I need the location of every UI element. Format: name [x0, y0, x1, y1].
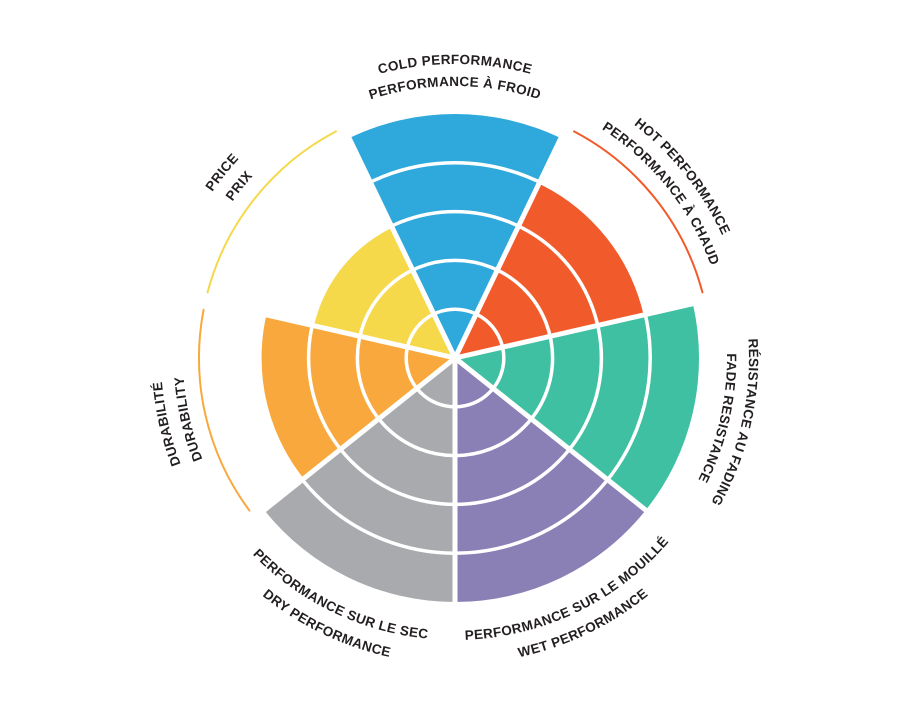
segment-dry — [264, 358, 455, 602]
label-cold-outer: COLD PERFORMANCE — [376, 52, 533, 77]
label-cold-inner: PERFORMANCE À FROID — [367, 74, 543, 102]
segment-separator — [452, 133, 565, 360]
label-hot-outer: HOT PERFORMANCE — [632, 115, 733, 237]
segment-separator — [454, 300, 698, 361]
segment-fade — [455, 303, 699, 511]
segment-cold — [349, 113, 561, 359]
segment-separator — [259, 356, 457, 515]
segment-separator — [345, 133, 458, 360]
scale-arc-durability — [198, 308, 251, 512]
scale-arc-price — [206, 130, 337, 294]
segment-wet — [455, 358, 646, 602]
scale-arc-hot — [573, 130, 704, 294]
segment-separator — [212, 300, 456, 361]
segment-separator — [453, 356, 651, 515]
